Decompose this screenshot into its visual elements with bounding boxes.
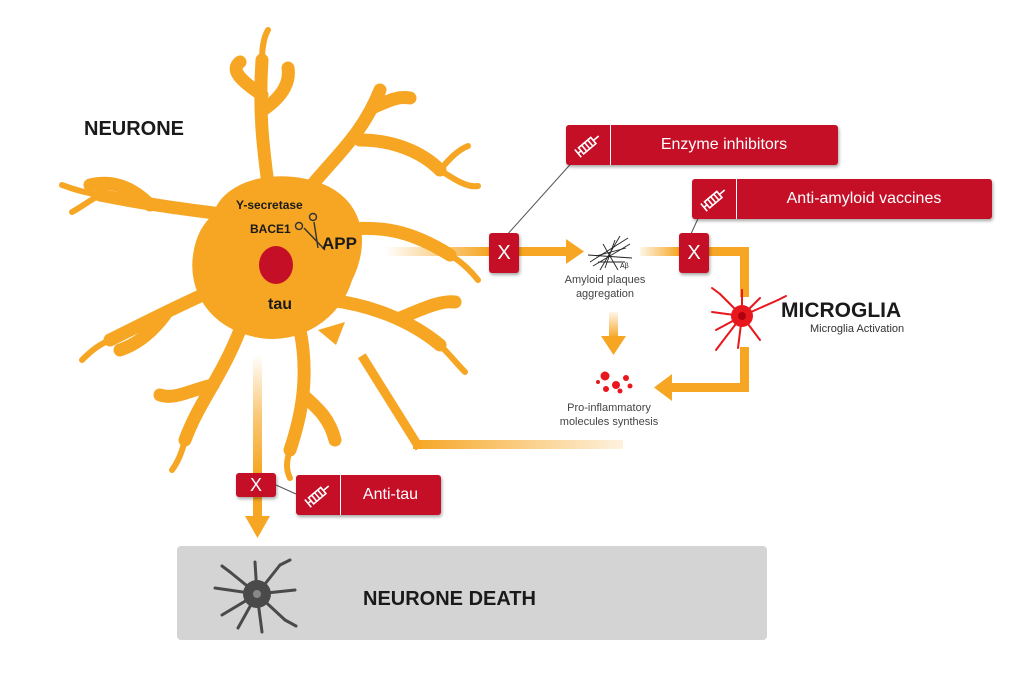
block-vaccine-step: X [679,233,709,273]
anti-amyloid-vaccines-label: Anti-amyloid vaccines [786,190,942,207]
enzyme-inhibitors-label: Enzyme inhibitors [660,136,788,153]
syringe-icon [692,179,737,219]
neurone-death-label: NEURONE DEATH [363,588,536,610]
block-enzyme-step: X [489,233,519,273]
app-label: APP [322,234,357,253]
pro-inflammatory-label: Pro-inflammatory molecules synthesis [559,402,659,428]
neurone-nucleus [259,246,293,284]
amyloid-beta-label: Aβ [620,263,629,270]
microglia-title: MICROGLIA [781,299,902,322]
enzyme-inhibitors-badge: Enzyme inhibitors [566,125,838,165]
anti-amyloid-vaccines-badge: Anti-amyloid vaccines [692,179,992,219]
syringe-icon [566,125,611,165]
microglia-nucleus [738,312,746,320]
microglia-activation-label: Microglia Activation [810,323,905,335]
syringe-icon [296,475,341,515]
pro-inflammatory-molecules-icon [596,371,633,394]
y-secretase-label: Y-secretase [236,198,303,212]
microglia-cell-icon [711,287,787,351]
amyloid-fibrils-icon [587,235,633,271]
bace1-label: BACE1 [250,222,291,236]
amyloid-plaques-label: Amyloid plaques aggregation [564,274,646,300]
flow-arrows [245,239,749,538]
block-tau-step: X [236,473,276,497]
neurone-title: NEURONE [84,118,185,140]
anti-tau-badge: Anti-tau [296,475,441,515]
scissors-icon [294,212,326,251]
neurone-death-box [177,546,767,640]
dead-neurone-nucleus [253,590,261,598]
anti-tau-label: Anti-tau [362,486,419,503]
tau-label: tau [268,296,292,313]
